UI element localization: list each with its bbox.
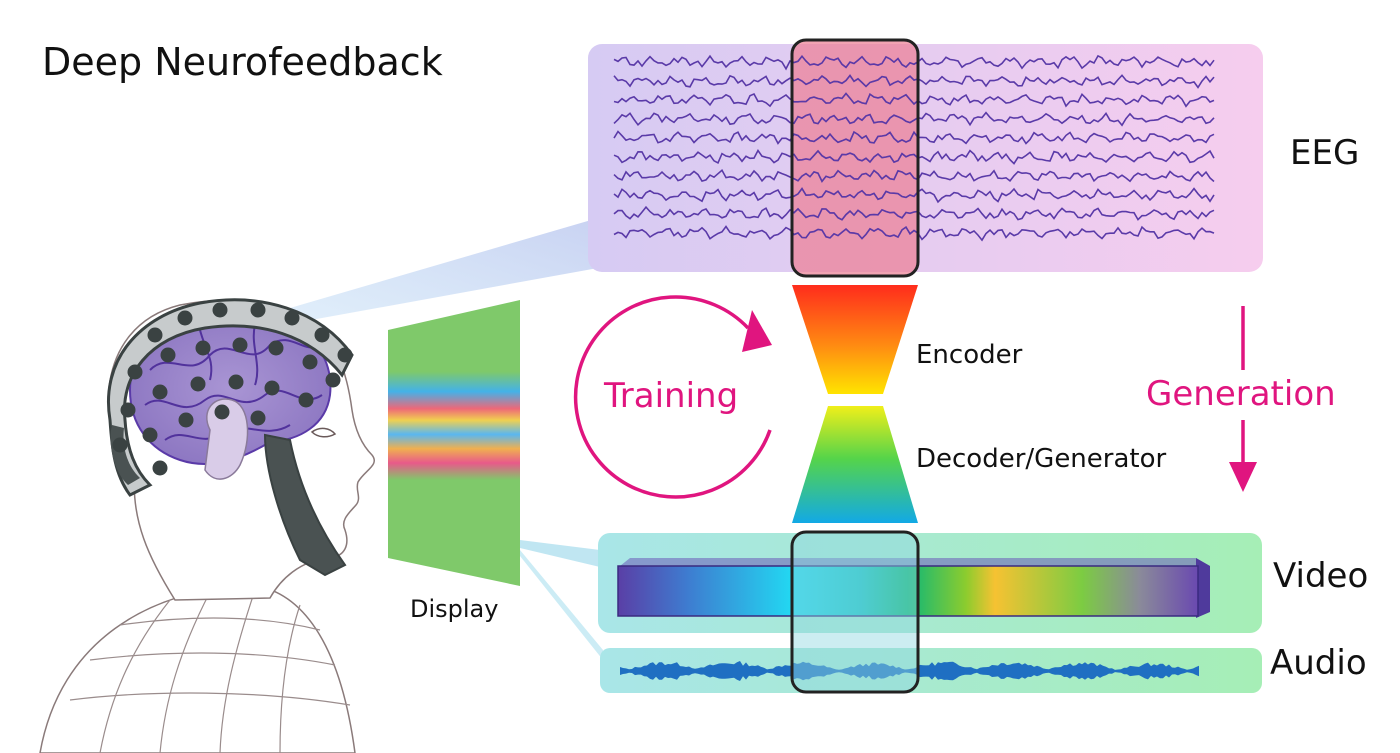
eeg-projection-beam bbox=[290, 218, 598, 322]
display-label: Display bbox=[410, 595, 499, 623]
electrode bbox=[177, 310, 193, 326]
eeg-trace bbox=[792, 92, 918, 106]
electrode bbox=[120, 402, 136, 418]
electrode bbox=[142, 427, 158, 443]
decoder-label: Decoder/Generator bbox=[916, 444, 1167, 474]
video-bar bbox=[617, 565, 1199, 617]
training-arrowhead bbox=[742, 310, 772, 352]
eeg-window-highlight bbox=[792, 40, 918, 276]
audio-waveform bbox=[620, 661, 1199, 681]
eeg-trace bbox=[792, 207, 918, 221]
electrode bbox=[268, 340, 284, 356]
electrode bbox=[314, 327, 330, 343]
electrode bbox=[214, 404, 230, 420]
video-label: Video bbox=[1273, 556, 1369, 596]
page-title: Deep Neurofeedback bbox=[42, 40, 443, 84]
generation-arrowhead bbox=[1229, 462, 1257, 492]
electrode bbox=[325, 372, 341, 388]
eeg-cap-strap bbox=[263, 433, 347, 577]
eeg-trace bbox=[792, 74, 918, 88]
eeg-trace bbox=[792, 55, 918, 69]
electrode bbox=[195, 340, 211, 356]
generation-label: Generation bbox=[1146, 374, 1336, 414]
eeg-window-frame bbox=[790, 38, 920, 278]
eeg-label: EEG bbox=[1290, 133, 1360, 173]
eeg-waveforms-highlighted bbox=[792, 55, 918, 240]
display-screen bbox=[388, 300, 520, 586]
electrode bbox=[160, 347, 176, 363]
eeg-trace bbox=[792, 149, 918, 164]
electrode bbox=[232, 337, 248, 353]
electrode bbox=[228, 374, 244, 390]
display-projection-beam bbox=[520, 540, 600, 567]
video-bar-side bbox=[1196, 558, 1210, 618]
training-loop-arc bbox=[573, 295, 772, 499]
electrode bbox=[284, 310, 300, 326]
electrode bbox=[264, 380, 280, 396]
training-label: Training bbox=[604, 376, 739, 416]
person-illustration bbox=[39, 298, 375, 753]
electrodes bbox=[112, 302, 353, 476]
media-window-highlight bbox=[790, 530, 920, 694]
electrode bbox=[212, 302, 228, 318]
decoder-shape bbox=[792, 406, 918, 523]
eeg-trace bbox=[792, 169, 918, 183]
eeg-trace bbox=[792, 130, 918, 144]
electrode bbox=[127, 364, 143, 380]
electrode bbox=[337, 347, 353, 363]
electrode bbox=[152, 384, 168, 400]
video-bar-top bbox=[620, 558, 1210, 566]
eeg-trace bbox=[792, 225, 918, 240]
electrode bbox=[190, 376, 206, 392]
shirt bbox=[39, 584, 356, 753]
audio-label: Audio bbox=[1270, 643, 1367, 683]
eeg-trace bbox=[792, 113, 918, 125]
encoder-shape bbox=[792, 285, 918, 394]
ear bbox=[204, 398, 249, 480]
electrode bbox=[298, 392, 314, 408]
electrode bbox=[152, 460, 168, 476]
electrode bbox=[250, 302, 266, 318]
display-audio-beam bbox=[520, 550, 603, 660]
electrode bbox=[302, 354, 318, 370]
encoder-label: Encoder bbox=[916, 340, 1023, 370]
electrode bbox=[250, 410, 266, 426]
electrode bbox=[178, 412, 194, 428]
audio-wave-shape bbox=[620, 661, 1199, 681]
eeg-trace bbox=[792, 187, 918, 201]
eye bbox=[310, 427, 337, 438]
electrode bbox=[112, 437, 128, 453]
electrode bbox=[147, 327, 163, 343]
